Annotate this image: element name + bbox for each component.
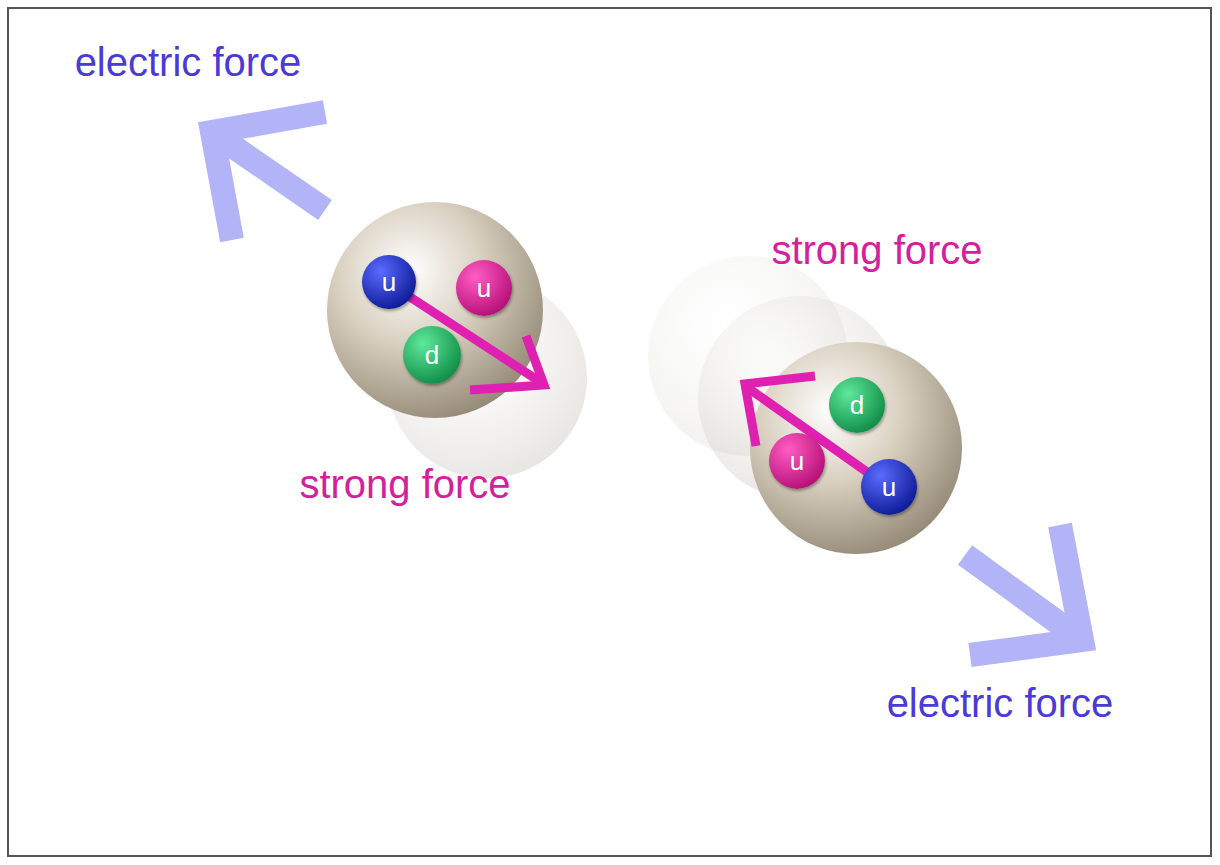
strong-force-label: strong force [771, 228, 982, 272]
strong-force-label: strong force [299, 462, 510, 506]
electric-force-label: electric force [887, 681, 1114, 725]
up-quark: u [456, 260, 512, 316]
down-quark: d [829, 377, 885, 433]
proton [750, 342, 962, 554]
quark-letter: d [850, 392, 864, 418]
electric-force-label: electric force [75, 40, 302, 84]
up-quark: u [362, 255, 416, 309]
quark-letter: u [382, 269, 396, 295]
quark-letter: u [882, 474, 896, 500]
proton [327, 202, 543, 418]
quark-letter: u [790, 448, 804, 474]
quark-letter: d [425, 342, 439, 368]
frame [8, 8, 1211, 856]
electric-force-arrow [212, 112, 325, 240]
down-quark: d [403, 326, 461, 384]
up-quark: u [861, 459, 917, 515]
up-quark: u [769, 433, 825, 489]
quark-letter: u [477, 275, 491, 301]
electric-force-arrow [965, 525, 1082, 655]
